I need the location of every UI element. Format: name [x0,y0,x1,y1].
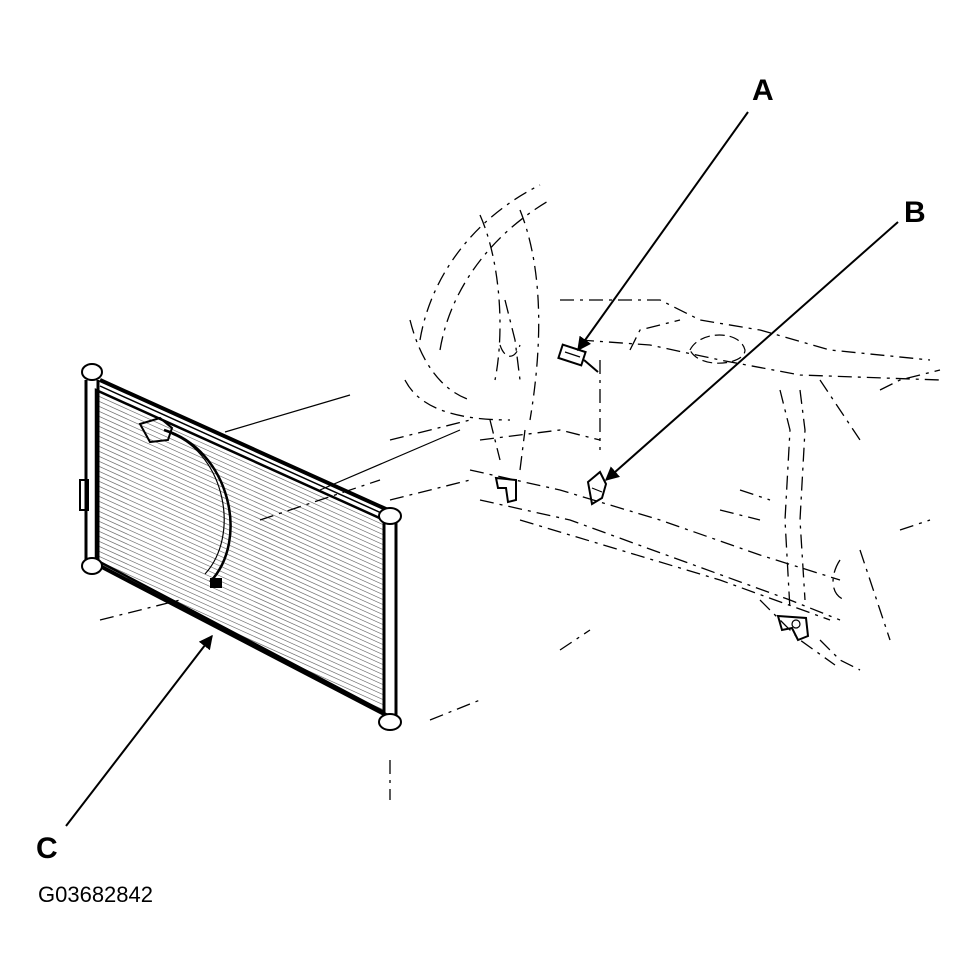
upper-mount-bracket-a [557,343,599,373]
lower-mount-bracket-b [586,470,608,506]
callout-b: B [604,196,926,481]
condenser-fins [96,390,384,712]
callout-label-b: B [904,196,926,229]
lower-mount-bracket-right [776,614,810,642]
callout-a: A [577,74,774,352]
figure-id: G03682842 [38,882,153,907]
vehicle-front-body [99,184,941,800]
condenser-assembly [79,363,402,731]
callout-label-c: C [36,832,58,865]
callout-c: C [36,634,213,865]
callout-label-a: A [752,74,774,107]
lower-mount-bracket-left [494,476,517,504]
